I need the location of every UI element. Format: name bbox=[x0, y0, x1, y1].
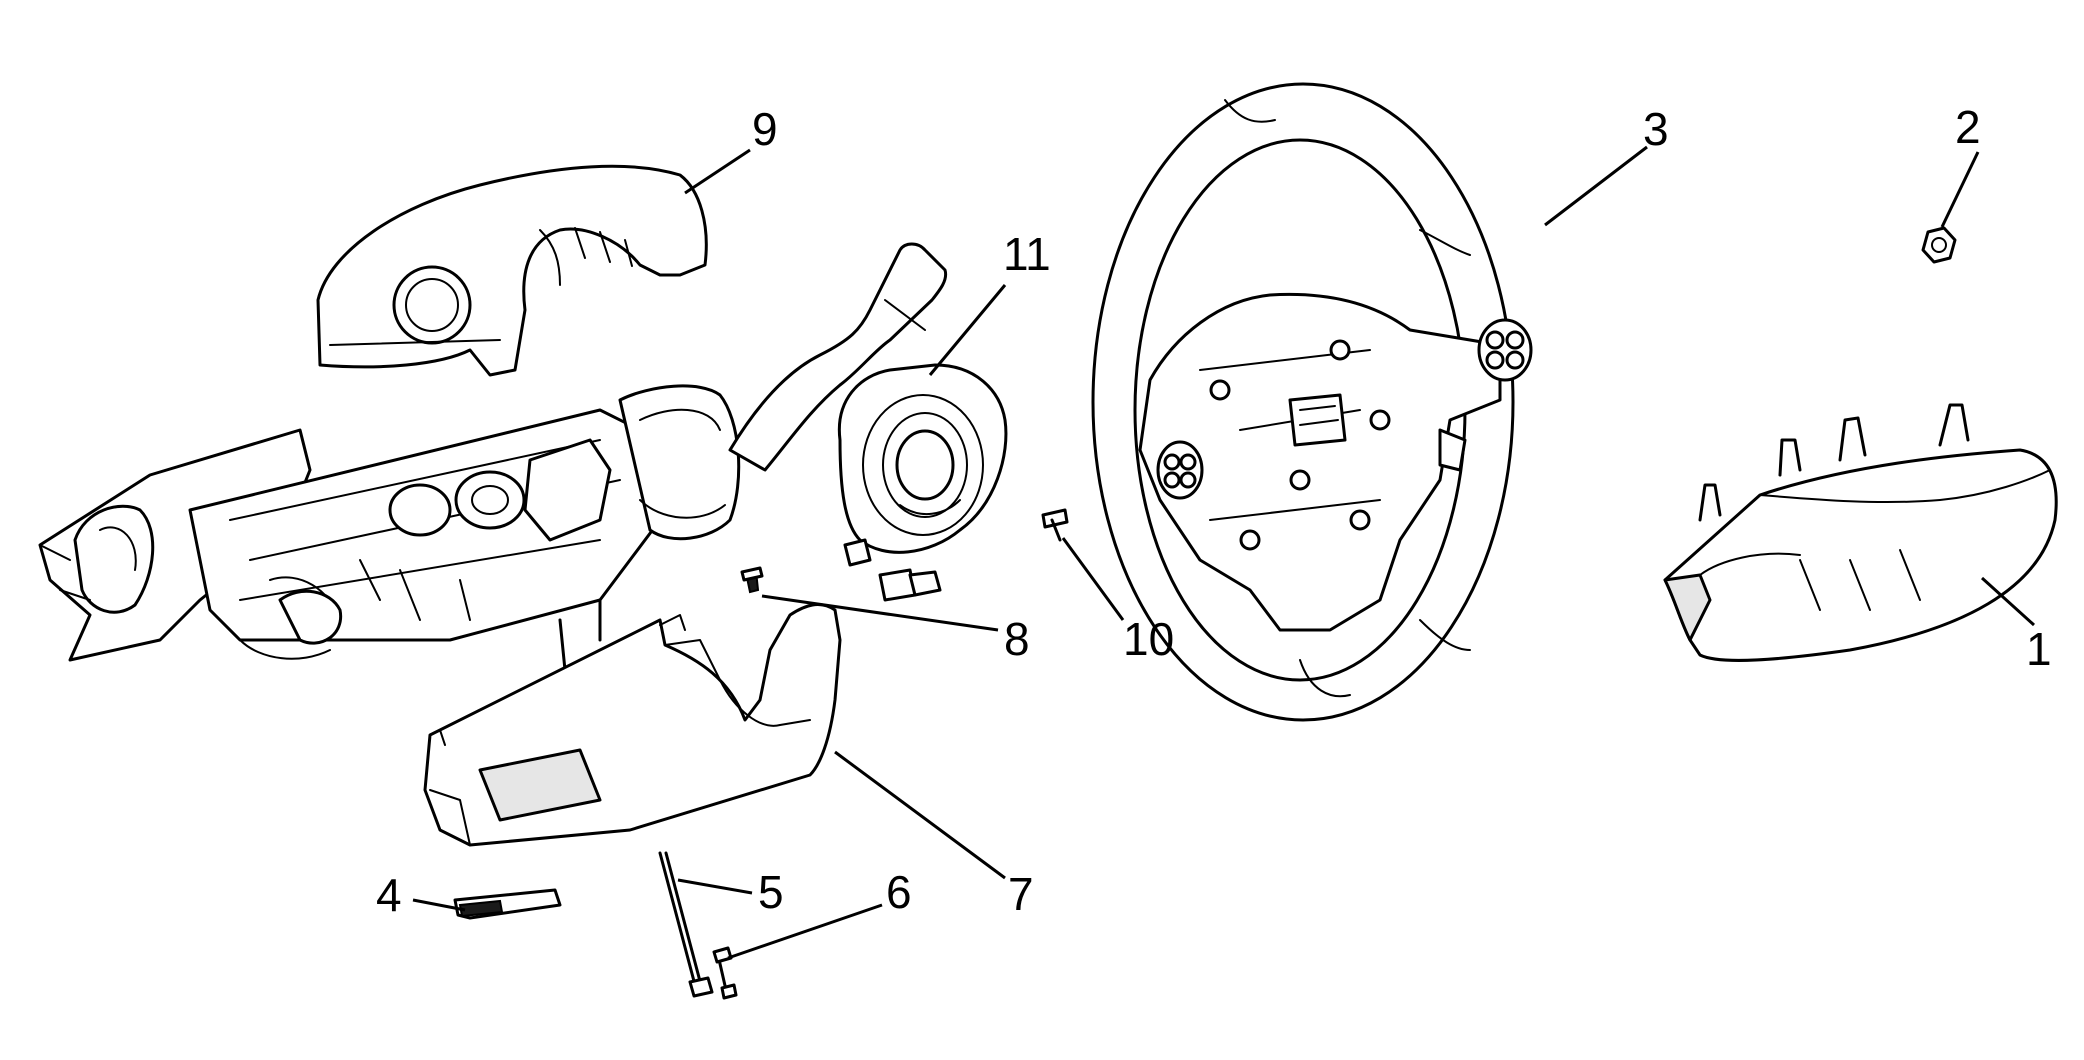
leader-1 bbox=[1980, 576, 2036, 627]
part-nut-2 bbox=[1921, 226, 1957, 264]
part-screw-8 bbox=[740, 566, 764, 594]
callout-1: 1 bbox=[2026, 623, 2052, 675]
leader-7 bbox=[834, 750, 1006, 880]
callout-labels: 1 2 3 4 5 6 7 8 9 10 11 bbox=[376, 101, 2052, 921]
leader-4 bbox=[412, 898, 466, 912]
callout-5: 5 bbox=[758, 866, 784, 918]
callout-9: 9 bbox=[752, 103, 778, 155]
leader-9 bbox=[684, 148, 751, 195]
callout-7: 7 bbox=[1008, 868, 1034, 920]
callout-3: 3 bbox=[1643, 103, 1669, 155]
part-clockspring-coil bbox=[837, 363, 1008, 602]
callout-8: 8 bbox=[1004, 613, 1030, 665]
leader-lines bbox=[412, 145, 2036, 960]
part-clip-4 bbox=[453, 888, 562, 920]
part-long-bolt-5 bbox=[658, 851, 714, 998]
leader-6 bbox=[727, 903, 883, 960]
callout-4: 4 bbox=[376, 869, 402, 921]
leader-3 bbox=[1544, 145, 1648, 227]
part-lower-column-cover bbox=[423, 603, 842, 847]
part-upper-column-cover bbox=[316, 164, 708, 377]
callout-11: 11 bbox=[1003, 228, 1051, 280]
leader-11 bbox=[928, 284, 1007, 376]
callout-2: 2 bbox=[1955, 101, 1981, 153]
leader-2 bbox=[1940, 151, 1980, 228]
leader-5 bbox=[677, 878, 753, 895]
part-bolt-10 bbox=[1041, 508, 1069, 542]
part-airbag-module bbox=[1663, 403, 2058, 662]
callout-10: 10 bbox=[1123, 613, 1174, 665]
part-short-bolt-6 bbox=[712, 946, 738, 1000]
part-steering-wheel bbox=[1091, 82, 1533, 722]
leader-10 bbox=[1061, 537, 1125, 621]
leader-8 bbox=[761, 594, 999, 632]
part-turn-signal-stalk bbox=[728, 242, 948, 472]
callout-6: 6 bbox=[886, 866, 912, 918]
part-steering-column-assembly bbox=[38, 384, 741, 672]
